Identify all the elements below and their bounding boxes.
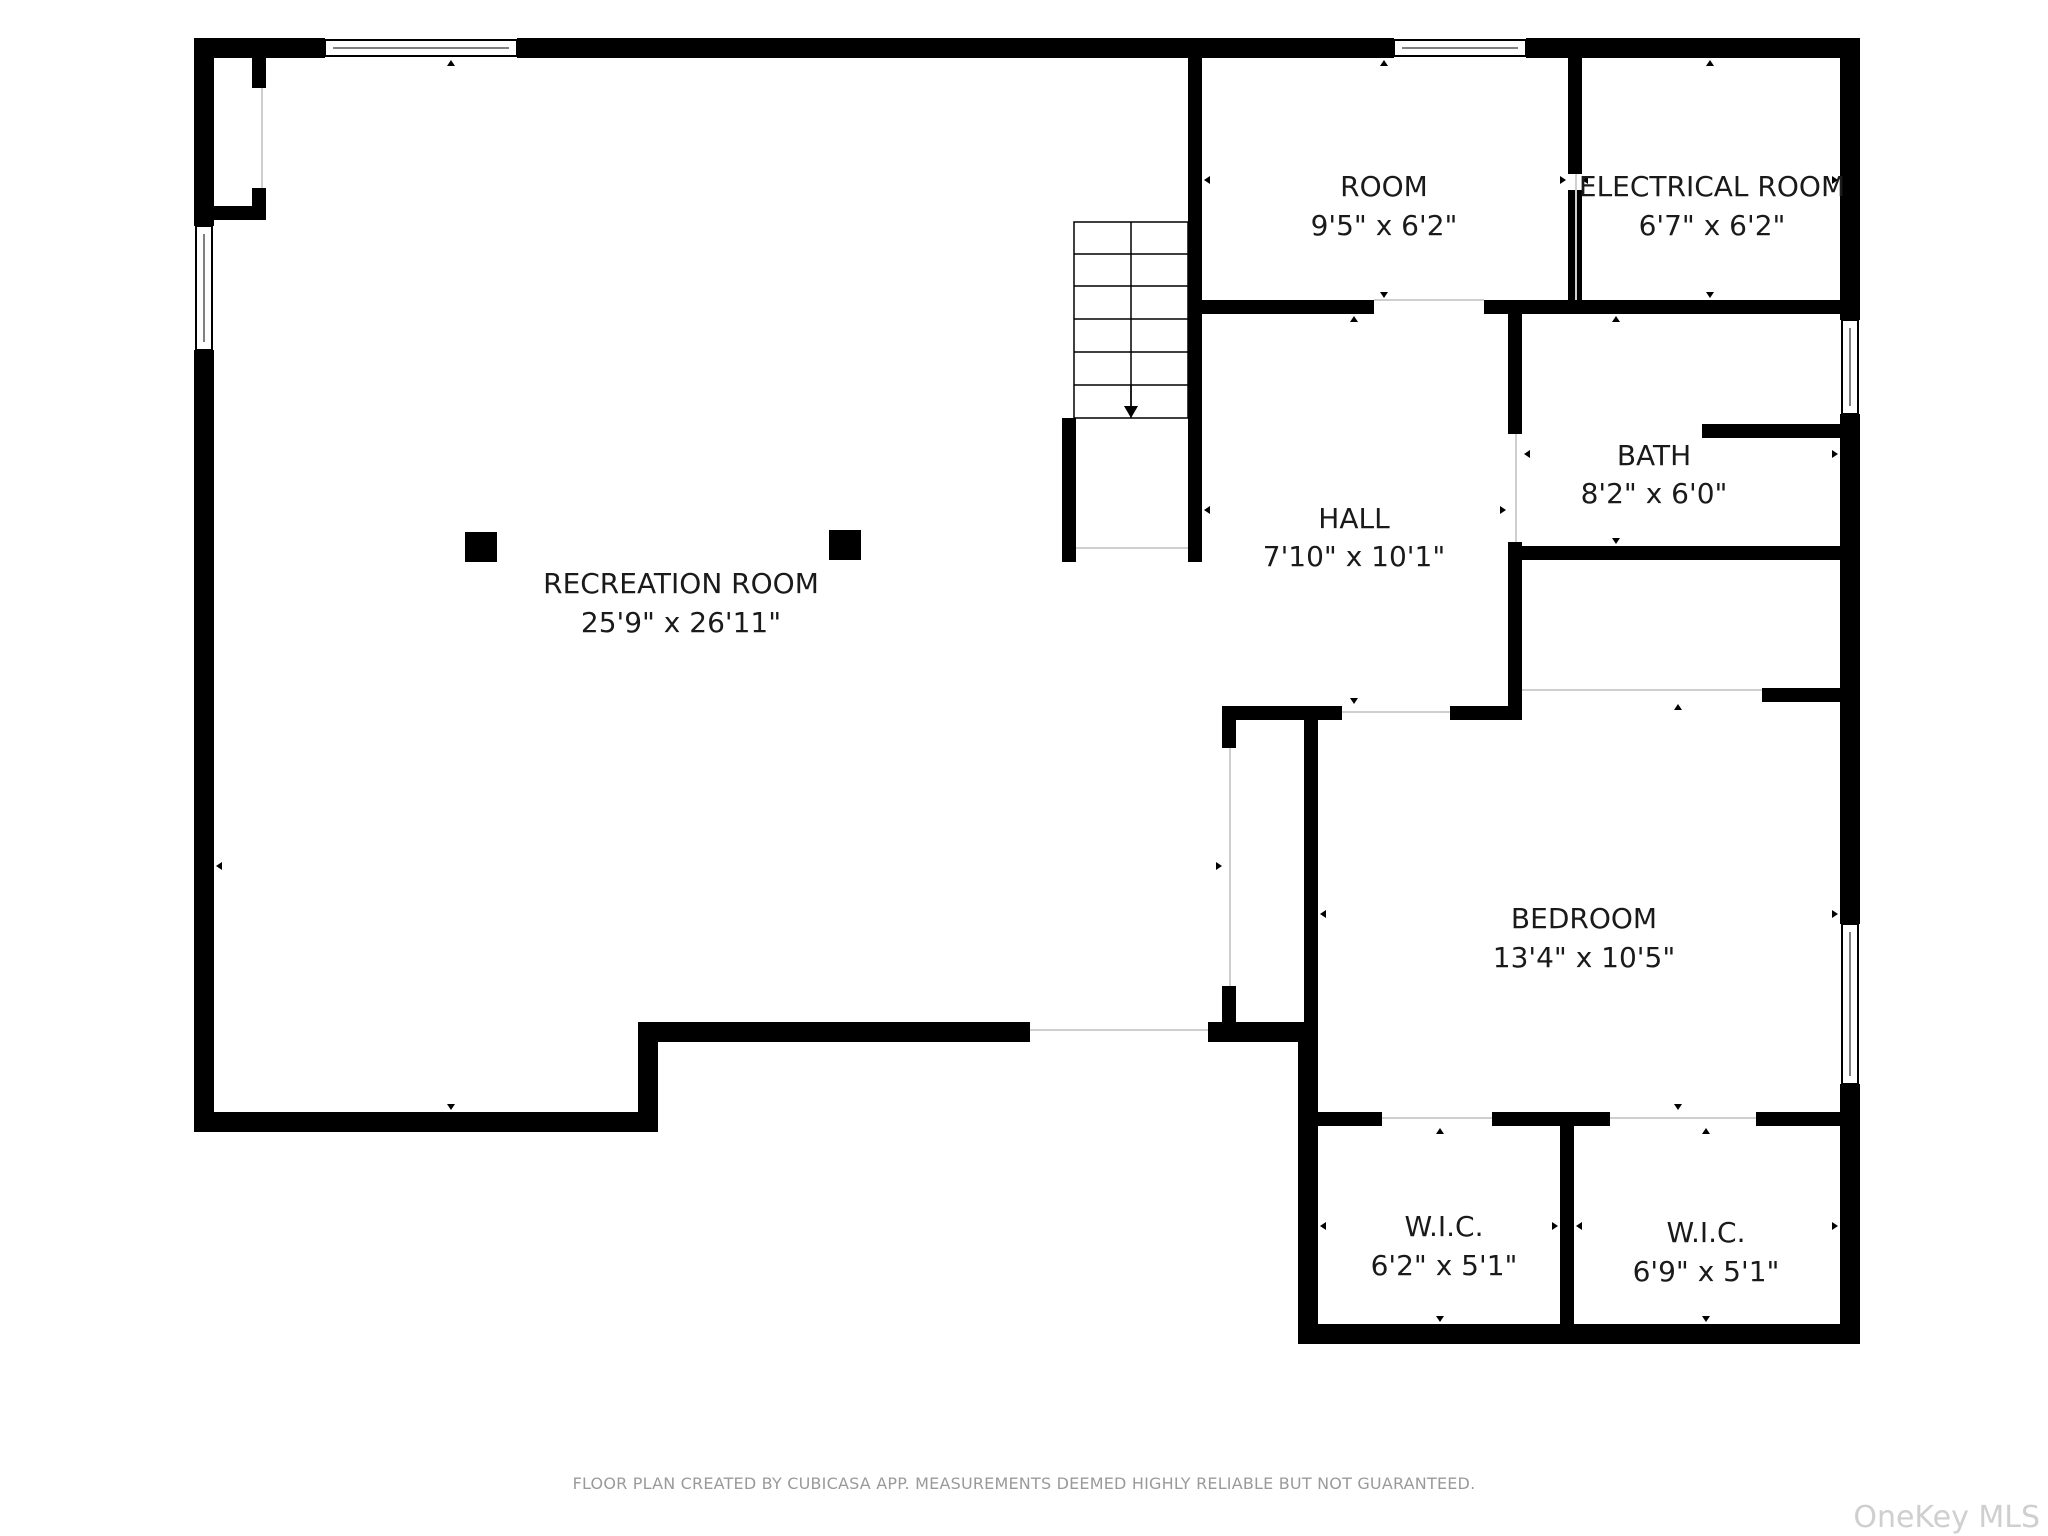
wall-room-elec — [1568, 58, 1582, 174]
wall-bedroom-top-right — [1762, 688, 1840, 702]
room-name-wic-2: W.I.C. — [1667, 1216, 1746, 1249]
wall-wic-bottom — [1298, 1324, 1860, 1344]
room-dims-hall: 7'10" x 10'1" — [1263, 540, 1445, 573]
watermark-logo: OneKey MLS — [1853, 1500, 2040, 1535]
notch-horizontal — [214, 206, 266, 220]
wall-right-upper — [1840, 38, 1860, 320]
room-dims-recreation: 25'9" x 26'11" — [581, 606, 781, 639]
wall-wic-top-2 — [1492, 1112, 1610, 1126]
wall-closet-left-bottom — [1222, 986, 1236, 1042]
wall-right-lower — [1840, 1084, 1860, 1344]
wall-wic-divider — [1560, 1112, 1574, 1324]
wall-wic-top-1 — [1318, 1112, 1382, 1126]
wall-bottom-left — [194, 1112, 658, 1132]
staircase — [1073, 221, 1189, 419]
wall-wic-top-3 — [1756, 1112, 1840, 1126]
room-labels: RECREATION ROOM 25'9" x 26'11" ROOM 9'5"… — [543, 170, 1845, 1288]
wall-left-upper — [194, 38, 214, 226]
wall-wic-left — [1298, 1022, 1318, 1344]
room-name-room: ROOM — [1340, 170, 1428, 203]
room-name-bath: BATH — [1617, 439, 1691, 472]
wall-top-right — [1526, 38, 1860, 58]
wall-room-bottom-right — [1484, 300, 1840, 314]
windows — [195, 39, 1859, 1085]
room-dims-electrical: 6'7" x 6'2" — [1639, 209, 1786, 242]
wall-step-vertical — [638, 1022, 658, 1132]
wall-closet-left-top — [1222, 706, 1236, 748]
room-dims-room: 9'5" x 6'2" — [1311, 209, 1458, 242]
notch-vertical — [252, 58, 266, 88]
room-dims-wic-1: 6'2" x 5'1" — [1371, 1249, 1518, 1282]
room-dims-wic-2: 6'9" x 5'1" — [1633, 1255, 1780, 1288]
room-dims-bedroom: 13'4" x 10'5" — [1493, 941, 1675, 974]
wall-bath-left-lower — [1508, 542, 1522, 712]
column-left — [465, 532, 497, 562]
wall-top-mid — [517, 38, 1394, 58]
room-name-bedroom: BEDROOM — [1511, 902, 1657, 935]
wall-right-mid — [1840, 414, 1860, 924]
column-right — [829, 530, 861, 560]
wall-top-left — [194, 38, 325, 58]
stair-stub-right — [1188, 546, 1202, 562]
wall-bath-left-upper — [1508, 314, 1522, 434]
wall-bedroom-left — [1304, 716, 1318, 1042]
wall-left-lower — [194, 350, 214, 1132]
openings — [261, 88, 1762, 1119]
interior-walls — [214, 58, 1840, 1324]
room-name-recreation: RECREATION ROOM — [543, 567, 819, 600]
wall-step-horizontal — [638, 1022, 1030, 1042]
dimension-markers — [216, 60, 1838, 1322]
room-name-electrical: ELECTRICAL ROOM — [1579, 170, 1845, 203]
wall-room-bottom-left — [1202, 300, 1374, 314]
stair-wall-right — [1188, 58, 1202, 562]
disclaimer-text: FLOOR PLAN CREATED BY CUBICASA APP. MEAS… — [572, 1474, 1476, 1493]
room-dims-bath: 8'2" x 6'0" — [1581, 477, 1728, 510]
wall-bath-bottom — [1508, 546, 1840, 560]
stair-wall-left-stub — [1062, 418, 1076, 562]
wall-hall-bottom-left — [1222, 706, 1342, 720]
room-name-wic-1: W.I.C. — [1405, 1210, 1484, 1243]
wall-bath-shelf — [1702, 424, 1840, 438]
stair-direction-arrow — [1124, 406, 1138, 418]
wall-hall-bottom-right — [1450, 706, 1522, 720]
room-name-hall: HALL — [1318, 502, 1390, 535]
